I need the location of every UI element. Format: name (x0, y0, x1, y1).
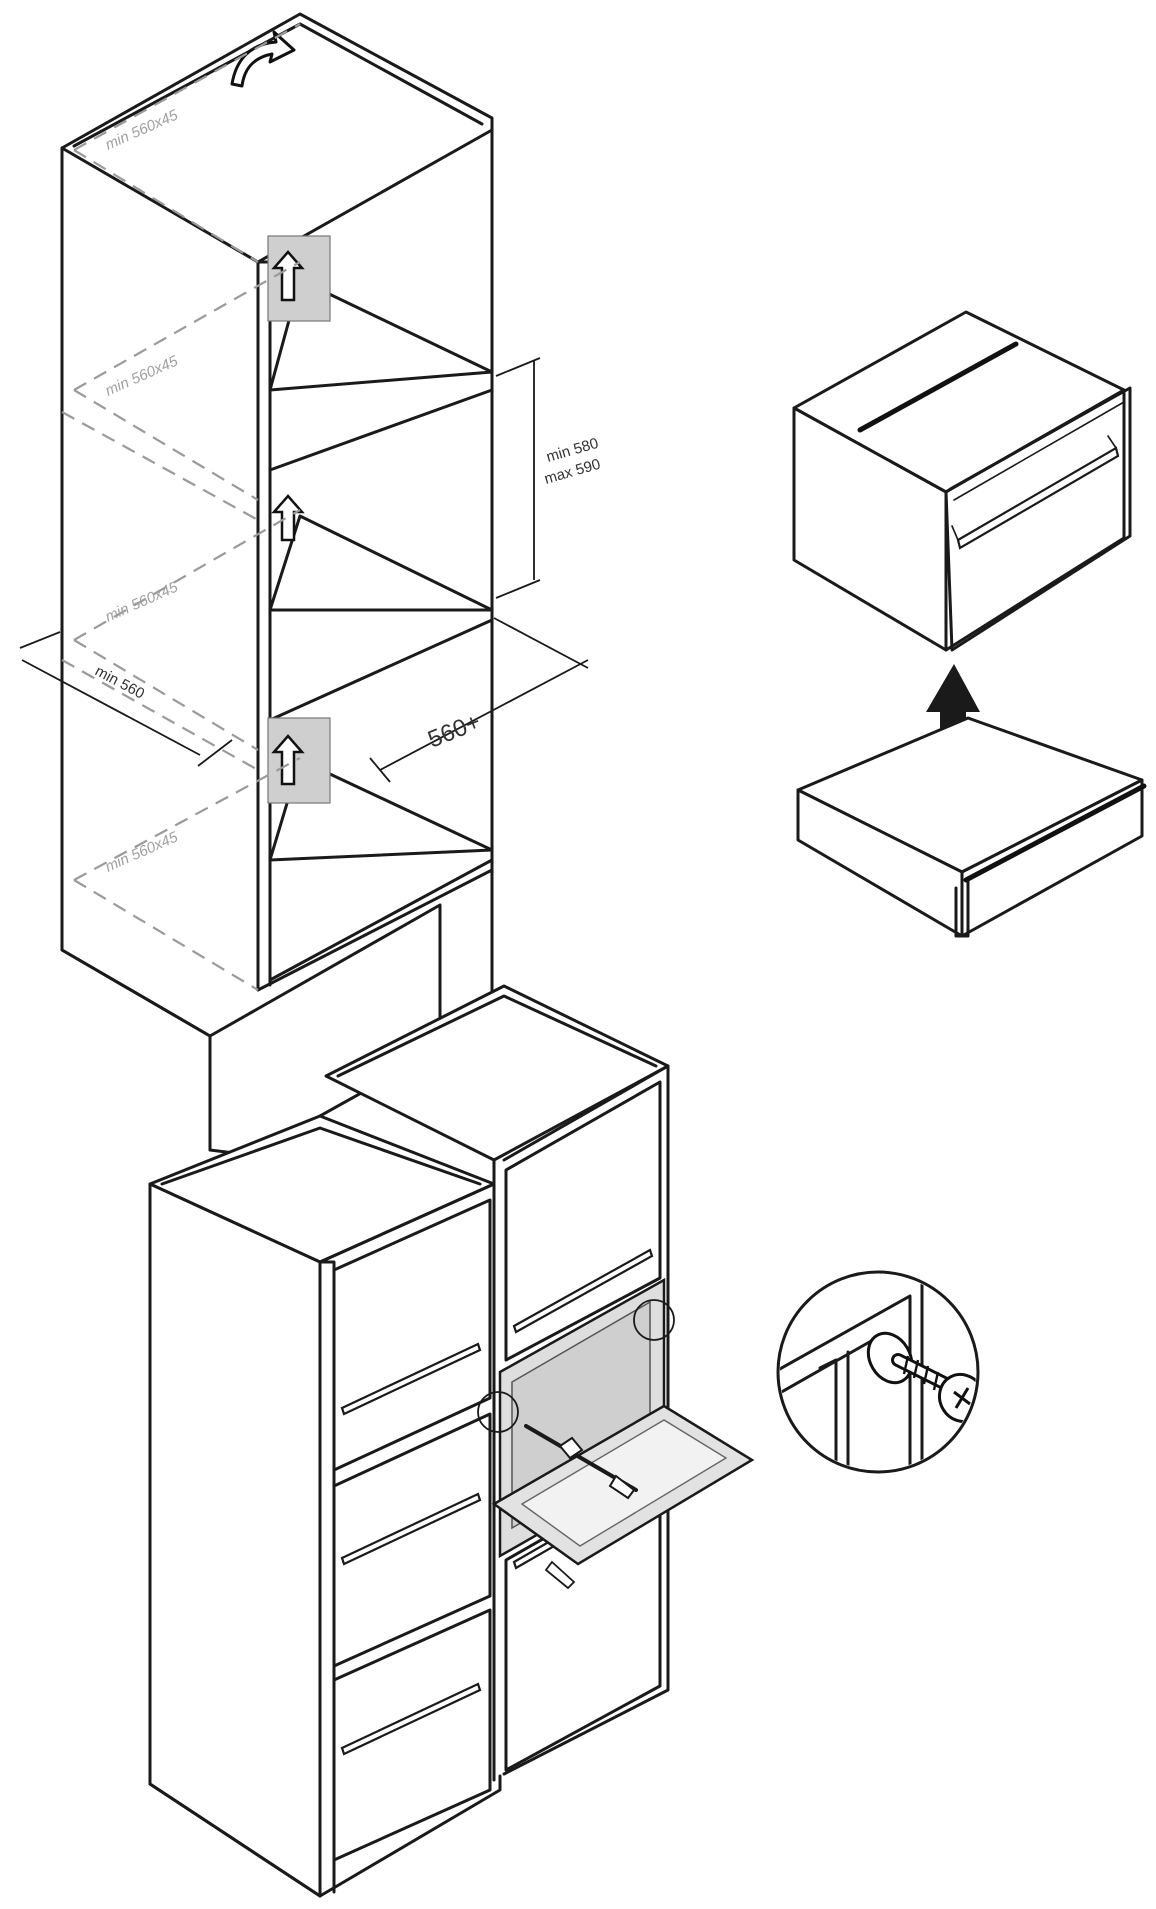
oven-and-drawer-diagram (792, 310, 1147, 938)
shelf-2-label: min 560x45 (103, 352, 181, 399)
curved-arrow-icon (230, 30, 296, 88)
compact-oven (792, 310, 1132, 652)
door-handle (340, 1682, 482, 1756)
up-arrow-icon (271, 734, 305, 786)
installed-cabinet-diagram (148, 984, 755, 1898)
door-handle (340, 1492, 482, 1566)
detail-callout-left (477, 1391, 519, 1433)
installed-oven (491, 1277, 755, 1590)
detail-callout-right (633, 1299, 675, 1341)
up-arrow-icon (271, 494, 305, 542)
bottom-shelf-label: min 560x45 (103, 828, 181, 875)
width-dimension (19, 631, 233, 767)
tall-cabinet-diagram: min 560x45 min 560x45 min 560x45 min 560… (19, 12, 602, 1157)
door-handle (512, 1248, 654, 1334)
shelf-3-label: min 560x45 (103, 578, 181, 625)
depth-label: 560+ (424, 708, 484, 753)
top-shelf-label: min 560x45 (103, 106, 181, 153)
depth-dimension (369, 617, 589, 783)
niche-height-dimension (495, 357, 541, 599)
up-arrow-icon (926, 664, 980, 756)
screw-detail-callout (776, 1270, 980, 1474)
vent-top (267, 235, 331, 322)
vent-bottom (267, 717, 331, 804)
door-handle (340, 1342, 482, 1416)
warming-drawer (796, 716, 1147, 938)
oven-handle (956, 446, 1120, 550)
